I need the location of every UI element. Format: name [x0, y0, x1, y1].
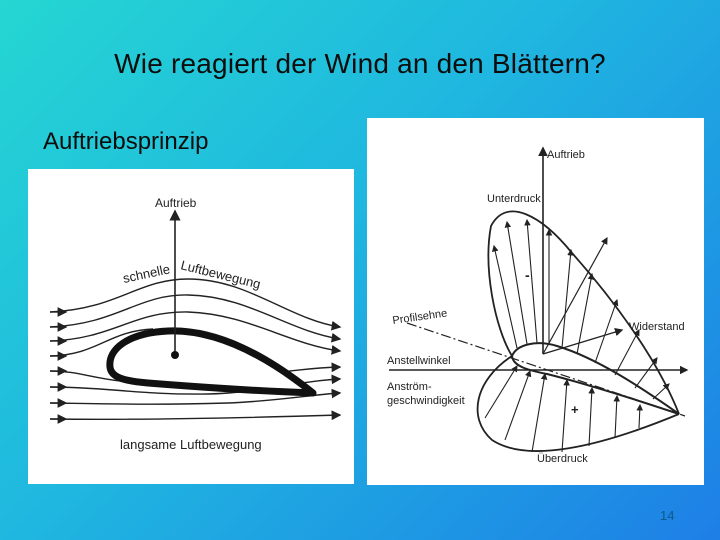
streamline [49, 410, 342, 421]
plus-sign: + [571, 402, 579, 417]
high-pressure-label: Überdruck [537, 453, 588, 465]
suction-vector [504, 220, 528, 345]
page-number: 14 [660, 508, 675, 523]
pressure-distribution-diagram: Auftrieb Unterdruck - Profilsehne Widers… [367, 118, 704, 485]
fast-air-label-1: schnelle [122, 261, 172, 286]
low-pressure-label: Unterdruck [487, 193, 541, 205]
profile-airfoil [510, 342, 680, 415]
suction-vector [594, 298, 619, 364]
angle-of-attack-label: Anstellwinkel [387, 355, 451, 367]
suction-vector [561, 248, 574, 349]
suction-vector [614, 329, 640, 376]
suction-vector [652, 383, 670, 400]
fast-air-label-2: Luftbewegung [179, 257, 262, 291]
airfoil-streamline-svg: Auftrieb schnelle Luftbewegung langsame … [49, 196, 342, 452]
lift-label: Auftrieb [155, 196, 197, 210]
pressure-vector [484, 365, 518, 419]
inflow-label-1: Anström- [387, 381, 432, 393]
suction-vector [576, 272, 595, 355]
inlet-arrows [50, 307, 68, 424]
drag-arrow [542, 328, 624, 355]
drag-label: Widerstand [629, 321, 685, 333]
suction-vector [634, 357, 658, 389]
slide-title: Wie reagiert der Wind an den Blättern? [114, 48, 606, 79]
chord-label: Profilsehne [392, 307, 448, 327]
lift-label: Auftrieb [547, 149, 585, 161]
pressure-distribution-svg: Auftrieb Unterdruck - Profilsehne Widers… [387, 146, 689, 465]
airfoil-shape [106, 327, 317, 397]
pressure-vector [613, 394, 621, 439]
streamline [49, 311, 342, 355]
low-pressure-envelope [487, 210, 680, 415]
pressure-vector [588, 386, 596, 447]
streamline [49, 278, 342, 331]
suction-vector [524, 218, 538, 344]
pressure-vector [504, 369, 532, 441]
slide-subtitle: Auftriebsprinzip [43, 128, 209, 155]
airfoil-streamline-diagram: Auftrieb schnelle Luftbewegung langsame … [28, 169, 354, 484]
high-pressure-envelope [476, 355, 680, 452]
suction-vector [491, 244, 518, 349]
minus-sign: - [525, 267, 530, 283]
suction-vectors [491, 218, 670, 400]
pressure-vectors [484, 365, 644, 453]
center-of-pressure-dot [171, 351, 179, 359]
pressure-vector [636, 403, 644, 429]
slow-air-label: langsame Luftbewegung [120, 437, 262, 452]
streamline [49, 294, 342, 343]
inflow-label-2: geschwindigkeit [387, 395, 465, 407]
pressure-vector [531, 372, 548, 453]
pressure-vector [561, 378, 570, 453]
resultant-arrow [542, 236, 608, 355]
